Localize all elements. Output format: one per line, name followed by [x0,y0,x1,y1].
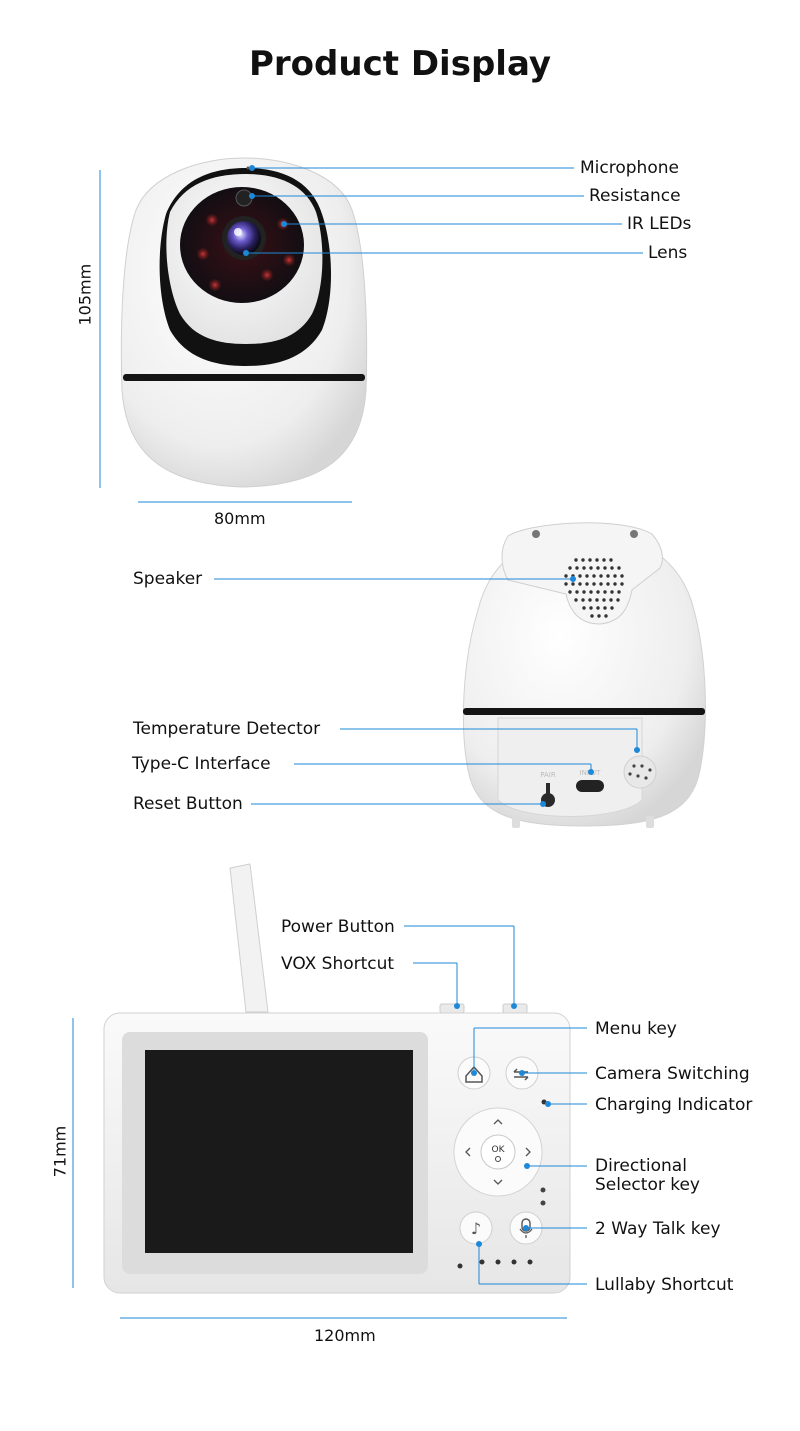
dimension-height-monitor: 71mm [50,1125,70,1178]
ok-label: OK [492,1145,506,1155]
label-vox-shortcut: VOX Shortcut [281,954,395,974]
label-lullaby-shortcut: Lullaby Shortcut [595,1275,734,1295]
label-ir-leds: IR LEDs [627,214,692,234]
label-temperature-detector: Temperature Detector [133,719,321,739]
temp-detector-dots [628,764,652,780]
dimension-width-monitor: 120mm [314,1326,376,1345]
label-2-way-talk-key: 2 Way Talk key [595,1219,721,1239]
label-type-c-interface: Type-C Interface [132,754,271,774]
monitor-image: OK ♪ [103,863,571,1294]
dimension-width-camera: 80mm [214,509,266,528]
camera-front-callouts [99,165,643,503]
label-menu-key: Menu key [595,1019,677,1039]
label-reset-button: Reset Button [133,794,243,814]
camera-front-image [120,157,368,488]
label-power-button: Power Button [281,917,395,937]
page-title: Product Display [249,44,551,84]
svg-text:♪: ♪ [471,1219,481,1238]
speaker-grille [564,558,624,618]
camera-back-image: PAIR INPUT [462,522,706,828]
camera-back-callouts [214,576,640,807]
label-lens: Lens [648,243,688,263]
label-directional-line1: Directional [595,1156,687,1176]
label-directional-line2: Selector key [595,1175,700,1195]
pair-label: PAIR [540,771,556,779]
label-camera-switching: Camera Switching [595,1064,750,1084]
label-charging-indicator: Charging Indicator [595,1095,753,1115]
label-speaker: Speaker [133,569,203,589]
label-microphone: Microphone [580,158,679,178]
monitor-callouts [72,925,587,1319]
dimension-height-camera: 105mm [75,263,95,326]
label-resistance: Resistance [589,186,681,206]
